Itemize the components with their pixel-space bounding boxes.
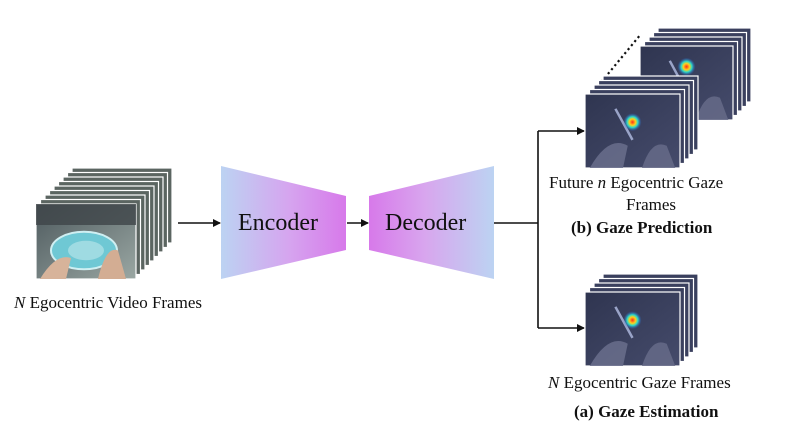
decoder-block	[369, 166, 494, 279]
input-label: N Egocentric Video Frames	[14, 293, 202, 313]
prediction-title: (b) Gaze Prediction	[571, 218, 713, 237]
input-video-frames-stack	[35, 167, 173, 280]
gaze-frame-front	[584, 291, 681, 367]
estimation-caption-text: Egocentric Gaze Frames	[563, 373, 731, 392]
prediction-caption-line2: Frames	[626, 195, 677, 214]
prediction-caption-var: n	[597, 173, 607, 192]
prediction-caption-suffix: Egocentric Gaze	[610, 173, 724, 192]
input-label-text: Egocentric Video Frames	[29, 293, 202, 312]
encoder-label: Encoder	[238, 210, 318, 236]
estimation-title: (a) Gaze Estimation	[574, 402, 719, 421]
future-gaze-frames-front-stack	[584, 75, 699, 169]
encoder-block	[221, 166, 346, 279]
estimation-caption: N Egocentric Gaze Frames	[548, 373, 731, 393]
input-label-var: N	[14, 293, 26, 312]
gaze-frame-front	[584, 93, 681, 169]
gaze-frames-estimation-stack	[584, 273, 699, 367]
prediction-caption-line1: Future n Egocentric Gaze	[549, 173, 723, 193]
decoder-label: Decoder	[385, 210, 467, 236]
video-frame-front	[35, 203, 137, 280]
prediction-caption-prefix: Future	[549, 173, 594, 192]
estimation-caption-var: N	[548, 373, 560, 392]
branch-connector	[494, 131, 539, 328]
